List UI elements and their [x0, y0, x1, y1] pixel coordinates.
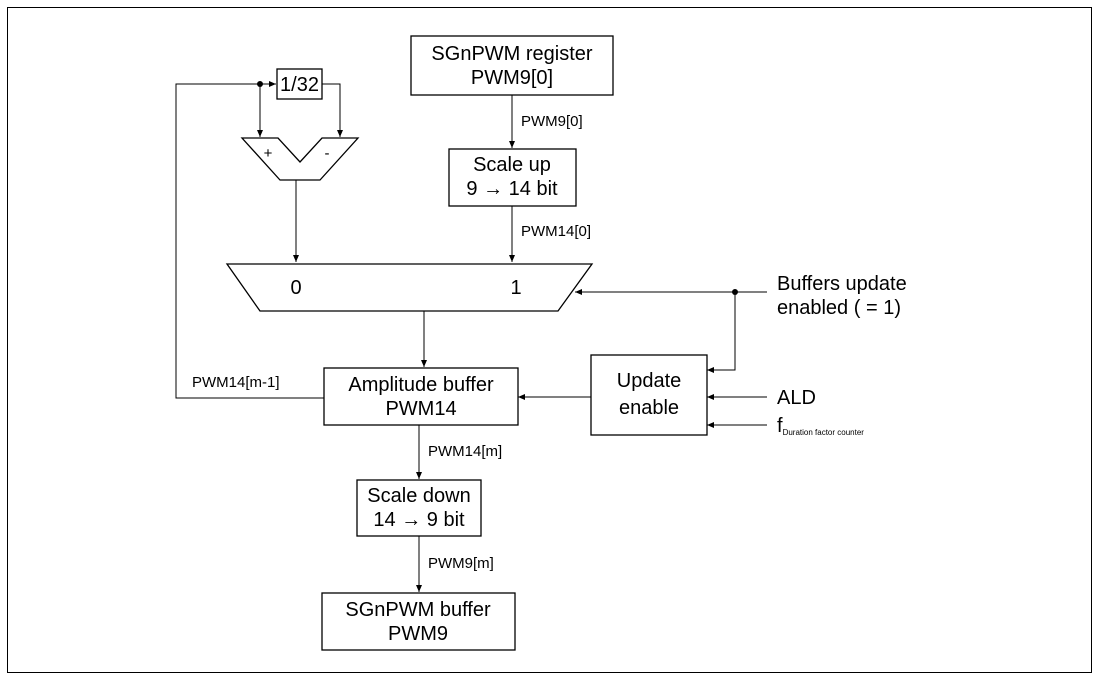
sgnpwm-buffer-label: SGnPWM buffer: [345, 599, 491, 621]
f-duration-subscript: Duration factor counter: [783, 428, 865, 437]
amplitude-buffer-sublabel: PWM14: [385, 398, 456, 420]
wire-ratio-to-adder-minus: [322, 83, 343, 137]
adder-shape: [240, 137, 360, 181]
signal-pwm9-0-label: PWM9[0]: [521, 113, 583, 130]
mux-input-0-label: 0: [290, 277, 301, 299]
scale-down-sublabel: 14 → 9 bit: [373, 509, 465, 531]
buffers-update-label: Buffers update: [777, 273, 907, 295]
scale-down-box: [356, 479, 482, 537]
scale-up-label: Scale up: [473, 154, 551, 176]
scale-up-sublabel: 9 → 14 bit: [466, 178, 558, 200]
adder-minus-label: -: [325, 145, 330, 162]
sgnpwm-register-label: SGnPWM register: [431, 43, 592, 65]
update-enable-box: [590, 354, 708, 436]
f-duration-label: fDuration factor counter: [777, 415, 864, 437]
amplitude-buffer-label: Amplitude buffer: [348, 374, 494, 396]
amplitude-buffer-box: [323, 367, 519, 426]
f-duration-main: f: [777, 415, 783, 437]
sgnpwm-register-box: [410, 35, 614, 96]
wire-feedback-loop: [175, 83, 324, 399]
signal-pwm9-m-label: PWM9[m]: [428, 555, 494, 572]
sgnpwm-buffer-sublabel: PWM9: [388, 623, 448, 645]
buffers-update-sublabel: enabled ( = 1): [777, 297, 901, 319]
figure-frame: [7, 7, 1092, 673]
ratio-label: 1/32: [280, 74, 319, 96]
wire-buffers-update-to-update-enable: [707, 292, 736, 373]
signal-pwm14-m-1-label: PWM14[m-1]: [192, 374, 280, 391]
signal-pwm14-m-label: PWM14[m]: [428, 443, 502, 460]
adder-plus-label: +: [264, 145, 273, 162]
update-enable-sublabel: enable: [619, 397, 679, 419]
ald-label: ALD: [777, 387, 816, 409]
mux-input-1-label: 1: [510, 277, 521, 299]
update-enable-label: Update: [617, 370, 682, 392]
sgnpwm-buffer-box: [321, 592, 516, 651]
ratio-box: [276, 68, 323, 100]
signal-pwm14-0-label: PWM14[0]: [521, 223, 591, 240]
sgnpwm-register-sublabel: PWM9[0]: [471, 67, 553, 89]
multiplexer-shape: [225, 263, 594, 312]
scale-down-label: Scale down: [367, 485, 470, 507]
scale-up-box: [448, 148, 577, 207]
